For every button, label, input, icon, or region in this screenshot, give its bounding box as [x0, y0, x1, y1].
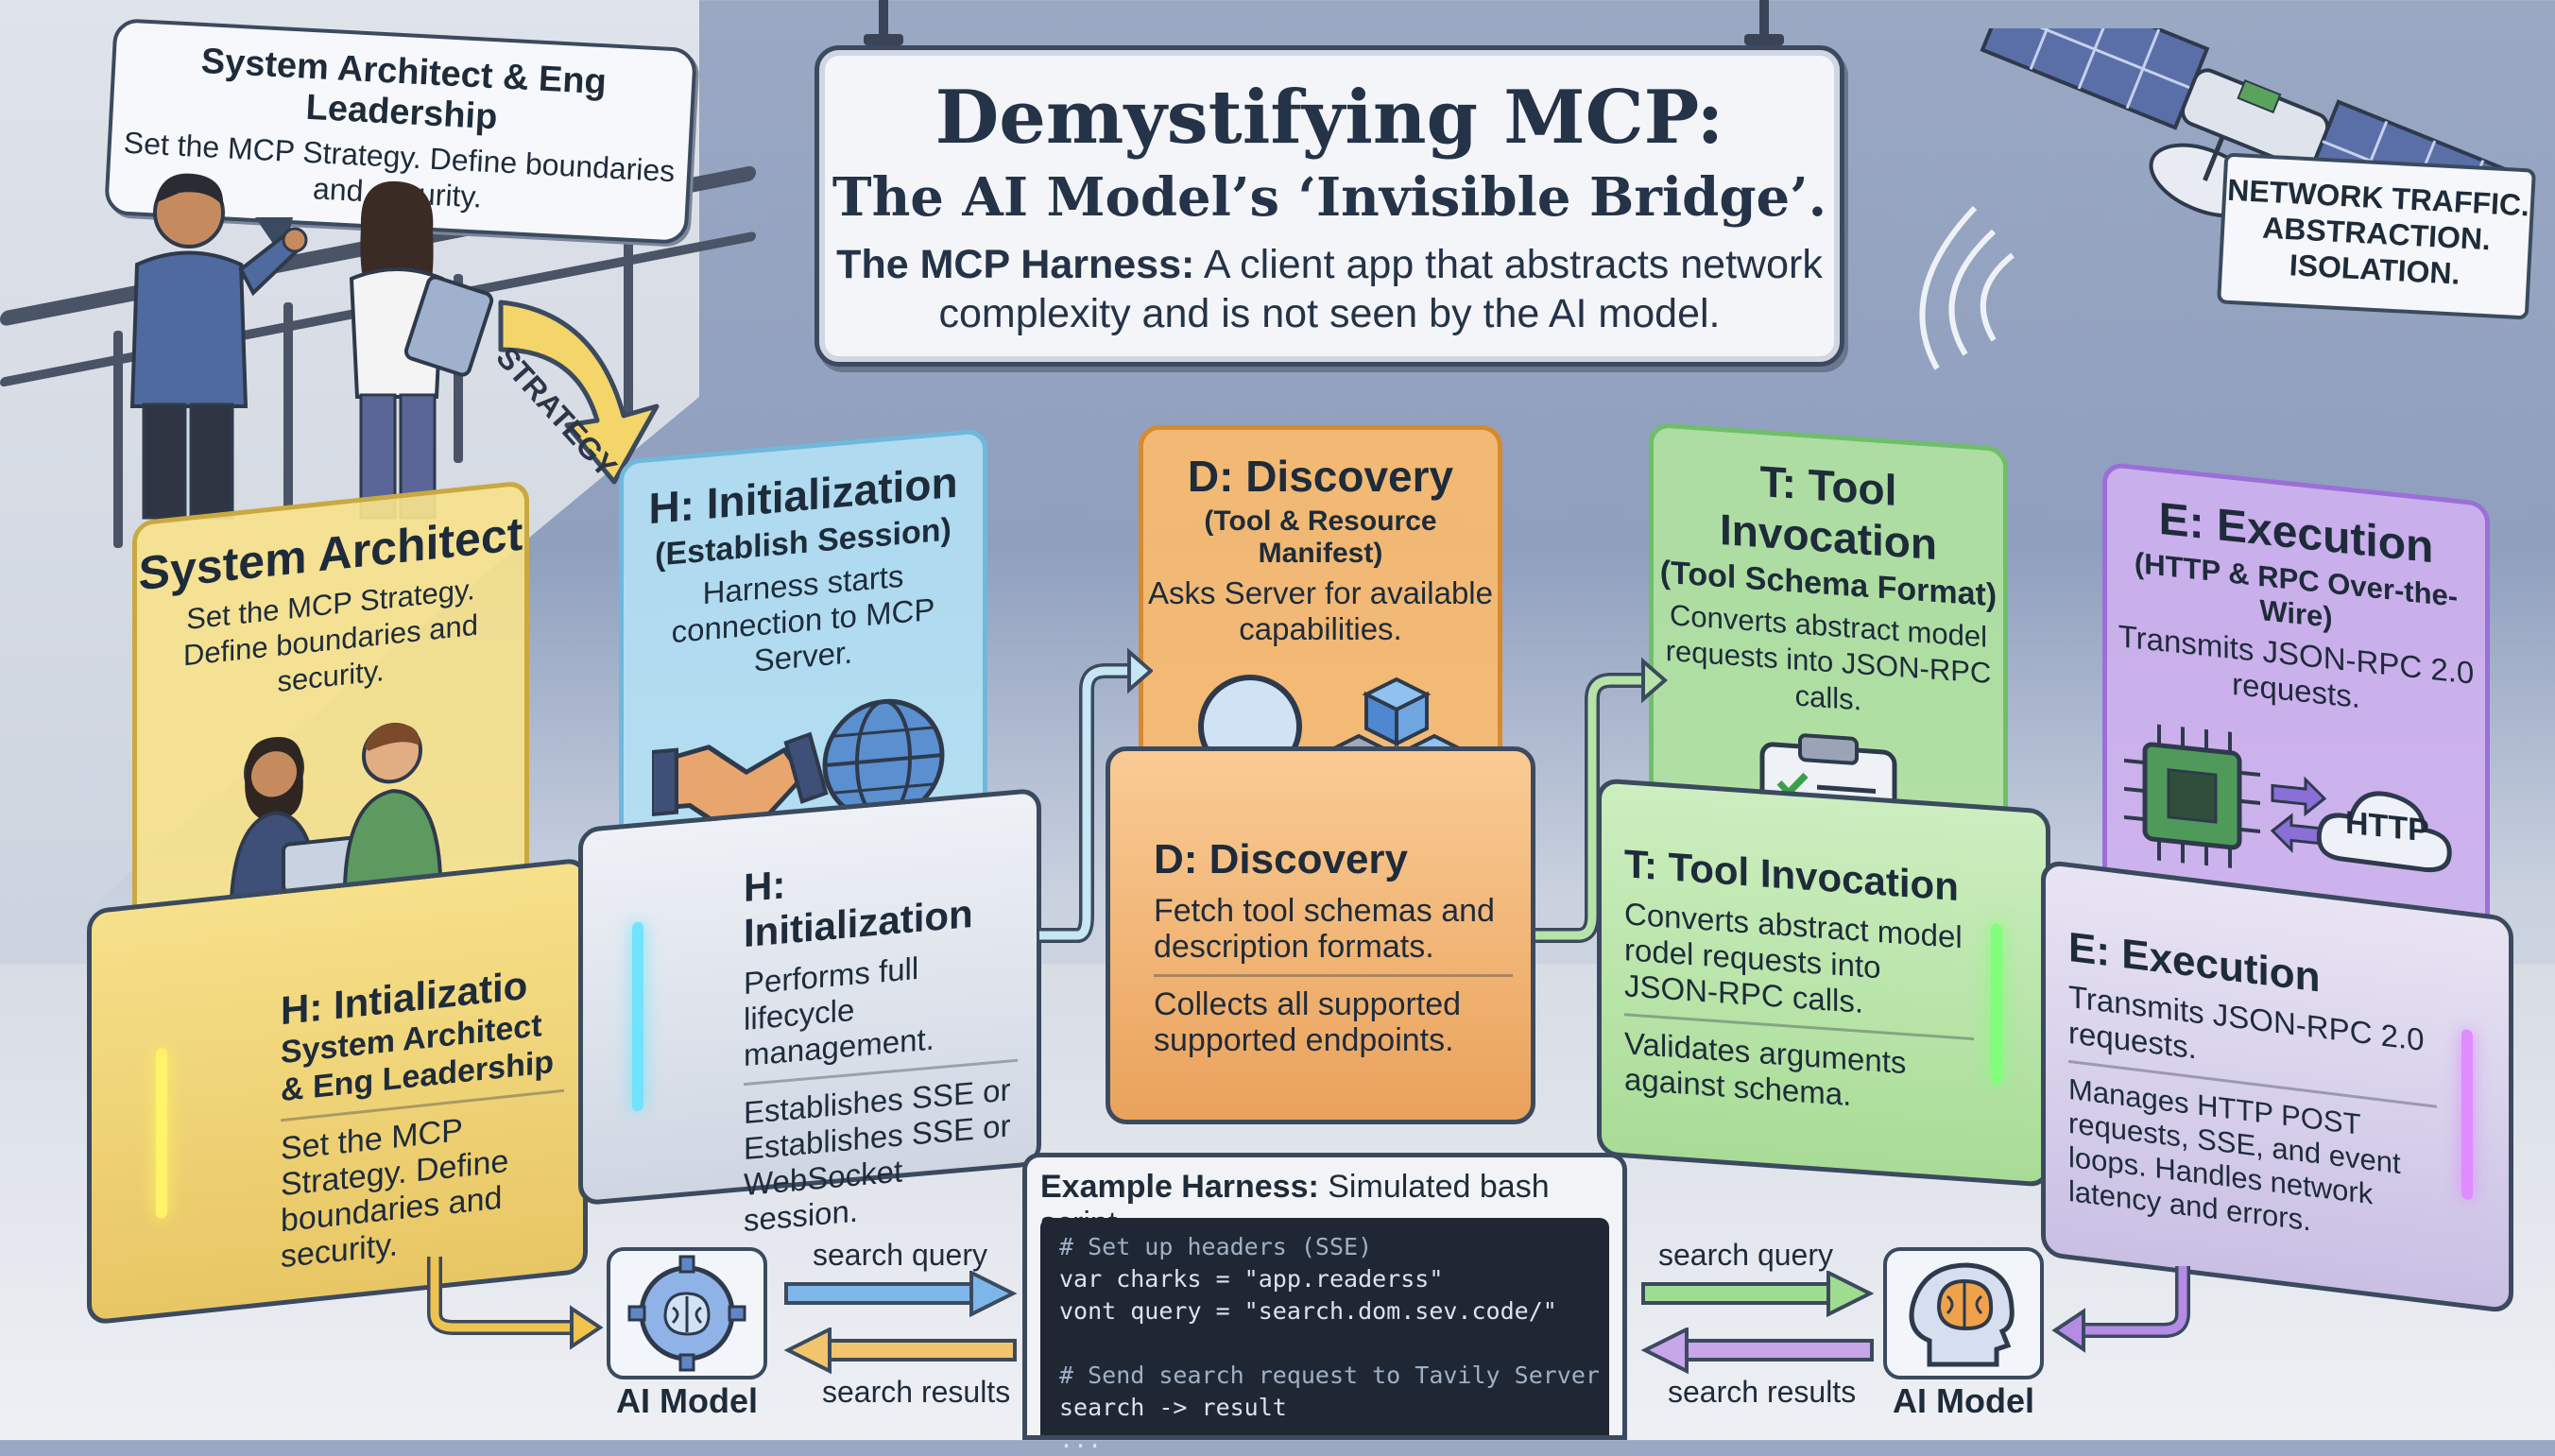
code-line: search -> result: [1059, 1394, 1287, 1421]
divider: [1154, 974, 1513, 977]
pedestal-light: [632, 921, 643, 1112]
title-card: Demystifying MCP: The AI Model’s ‘Invisi…: [815, 45, 1844, 367]
harness-header-label: Example Harness:: [1040, 1169, 1319, 1205]
harness-header: Example Harness: Simulated bash script: [1027, 1157, 1622, 1248]
pedestal-content: H: Intializatio System Architect & Eng L…: [281, 959, 564, 1275]
glass-panel-execution: E: Execution (HTTP & RPC Over-the-Wire) …: [2102, 461, 2490, 937]
code-line: vont query = "search.dom.sev.code/": [1059, 1297, 1557, 1325]
pedestal-title: H: Initialization: [744, 862, 973, 956]
people-laptop-icon: [229, 722, 443, 900]
pedestal-content: E: Execution Transmits JSON-RPC 2.0 requ…: [2068, 924, 2437, 1254]
brain-gear-icon: [627, 1255, 746, 1372]
ai-model-box-left: [607, 1247, 767, 1379]
search-results-arrow-left: [783, 1328, 1017, 1375]
glass-panel-tool-invocation: T: Tool Invocation (Tool Schema Format) …: [1649, 421, 2008, 901]
connector-arrow-init-discovery: [1039, 647, 1153, 943]
panel-subtitle: (Tool & Resource Manifest): [1204, 505, 1437, 569]
panel-title: D: Discovery: [1187, 452, 1454, 501]
ai-model-label-left: AI Model: [616, 1381, 758, 1420]
pedestal-content: H: Initialization Performs full lifecycl…: [744, 842, 1018, 1239]
glass-panel-initialization: H: Initialization (Establish Session) Ha…: [619, 427, 987, 858]
title-hanger: [879, 0, 888, 45]
pedestal-title: D: Discovery: [1154, 836, 1409, 882]
pedestal-discovery: D: Discovery Fetch tool schemas and desc…: [1106, 746, 1535, 1124]
pedestal-content: T: Tool Invocation Converts abstract mod…: [1624, 841, 1974, 1122]
panel-title: T: Tool Invocation: [1719, 455, 1938, 570]
railing-post: [624, 241, 633, 420]
pedestal-description: Performs full lifecycle management.: [744, 950, 935, 1073]
chip-icon: [2124, 724, 2452, 873]
pedestal-description: Fetch tool schemas and description forma…: [1154, 893, 1495, 965]
page-subtitle: The AI Model’s ‘Invisible Bridge’.: [832, 166, 1827, 229]
pedestal-initialization: H: Initialization Performs full lifecycl…: [578, 787, 1041, 1238]
search-results-label-left: search results: [822, 1375, 1011, 1409]
search-results-arrow-right: [1640, 1328, 1874, 1375]
arrow-pedestal-to-ai-model-right: [2051, 1266, 2190, 1353]
panel-description: Asks Server for available capabilities.: [1148, 575, 1493, 646]
example-harness-panel: Example Harness: Simulated bash script #…: [1022, 1153, 1627, 1453]
railing-post: [113, 331, 123, 548]
pedestal-content: D: Discovery Fetch tool schemas and desc…: [1154, 836, 1513, 1058]
search-query-label-right: search query: [1658, 1238, 1833, 1272]
title-hanger-clip: [1744, 34, 1784, 45]
search-query-arrow-left: [784, 1271, 1018, 1318]
panel-description: Converts abstract model requests into JS…: [1665, 598, 1992, 717]
title-hanger-clip: [864, 34, 903, 45]
description-label: The MCP Harness:: [836, 242, 1195, 287]
pedestal-description: Validates arguments against schema.: [1624, 1025, 1907, 1113]
satellite-sign: NETWORK TRAFFIC. ABSTRACTION. ISOLATION.: [2217, 152, 2536, 320]
code-line: # Set up headers (SSE): [1059, 1233, 1373, 1260]
pedestal-light: [2461, 1028, 2473, 1201]
leadership-people-illustration: [129, 173, 494, 520]
page-title: Demystifying MCP:: [935, 75, 1724, 161]
pedestal-execution: E: Execution Transmits JSON-RPC 2.0 requ…: [2041, 859, 2513, 1314]
code-line: var charks = "app.readerss": [1059, 1265, 1444, 1293]
handshake-globe-icon: [650, 698, 945, 833]
ai-model-box-right: [1883, 1247, 2044, 1379]
search-query-arrow-right: [1641, 1271, 1875, 1318]
head-brain-icon: [1909, 1262, 2015, 1367]
search-query-label-left: search query: [813, 1238, 987, 1272]
railing-post: [283, 302, 293, 510]
title-hanger: [1759, 0, 1769, 45]
chip-http-illustration: HTTP: [2107, 702, 2485, 921]
pedestal-description: Collects all supported supported endpoin…: [1154, 986, 1462, 1058]
ai-model-label-right: AI Model: [1893, 1381, 2034, 1420]
arrow-pedestal-to-ai-model-left: [427, 1257, 604, 1350]
pedestal-light: [1991, 923, 2002, 1086]
glass-panel-system-architect: System Architect Set the MCP Strategy. D…: [132, 479, 529, 967]
description-text: A client app that abstracts network comp…: [938, 242, 1823, 336]
code-line: # Send search request to Tavily Server: [1059, 1362, 1600, 1389]
connector-arrow-discovery-tool: [1535, 657, 1668, 943]
search-results-label-right: search results: [1668, 1375, 1857, 1409]
pedestal-light: [156, 1047, 167, 1220]
pedestal-description: Converts abstract model rodel requests i…: [1624, 896, 1963, 1019]
title-description: The MCP Harness: A client app that abstr…: [819, 240, 1840, 338]
strategy-arrow: [498, 300, 660, 485]
pedestal-description: Establishes SSE or Establishes SSE or We…: [744, 1071, 1011, 1239]
harness-terminal: # Set up headers (SSE) var charks = "app…: [1040, 1218, 1609, 1453]
